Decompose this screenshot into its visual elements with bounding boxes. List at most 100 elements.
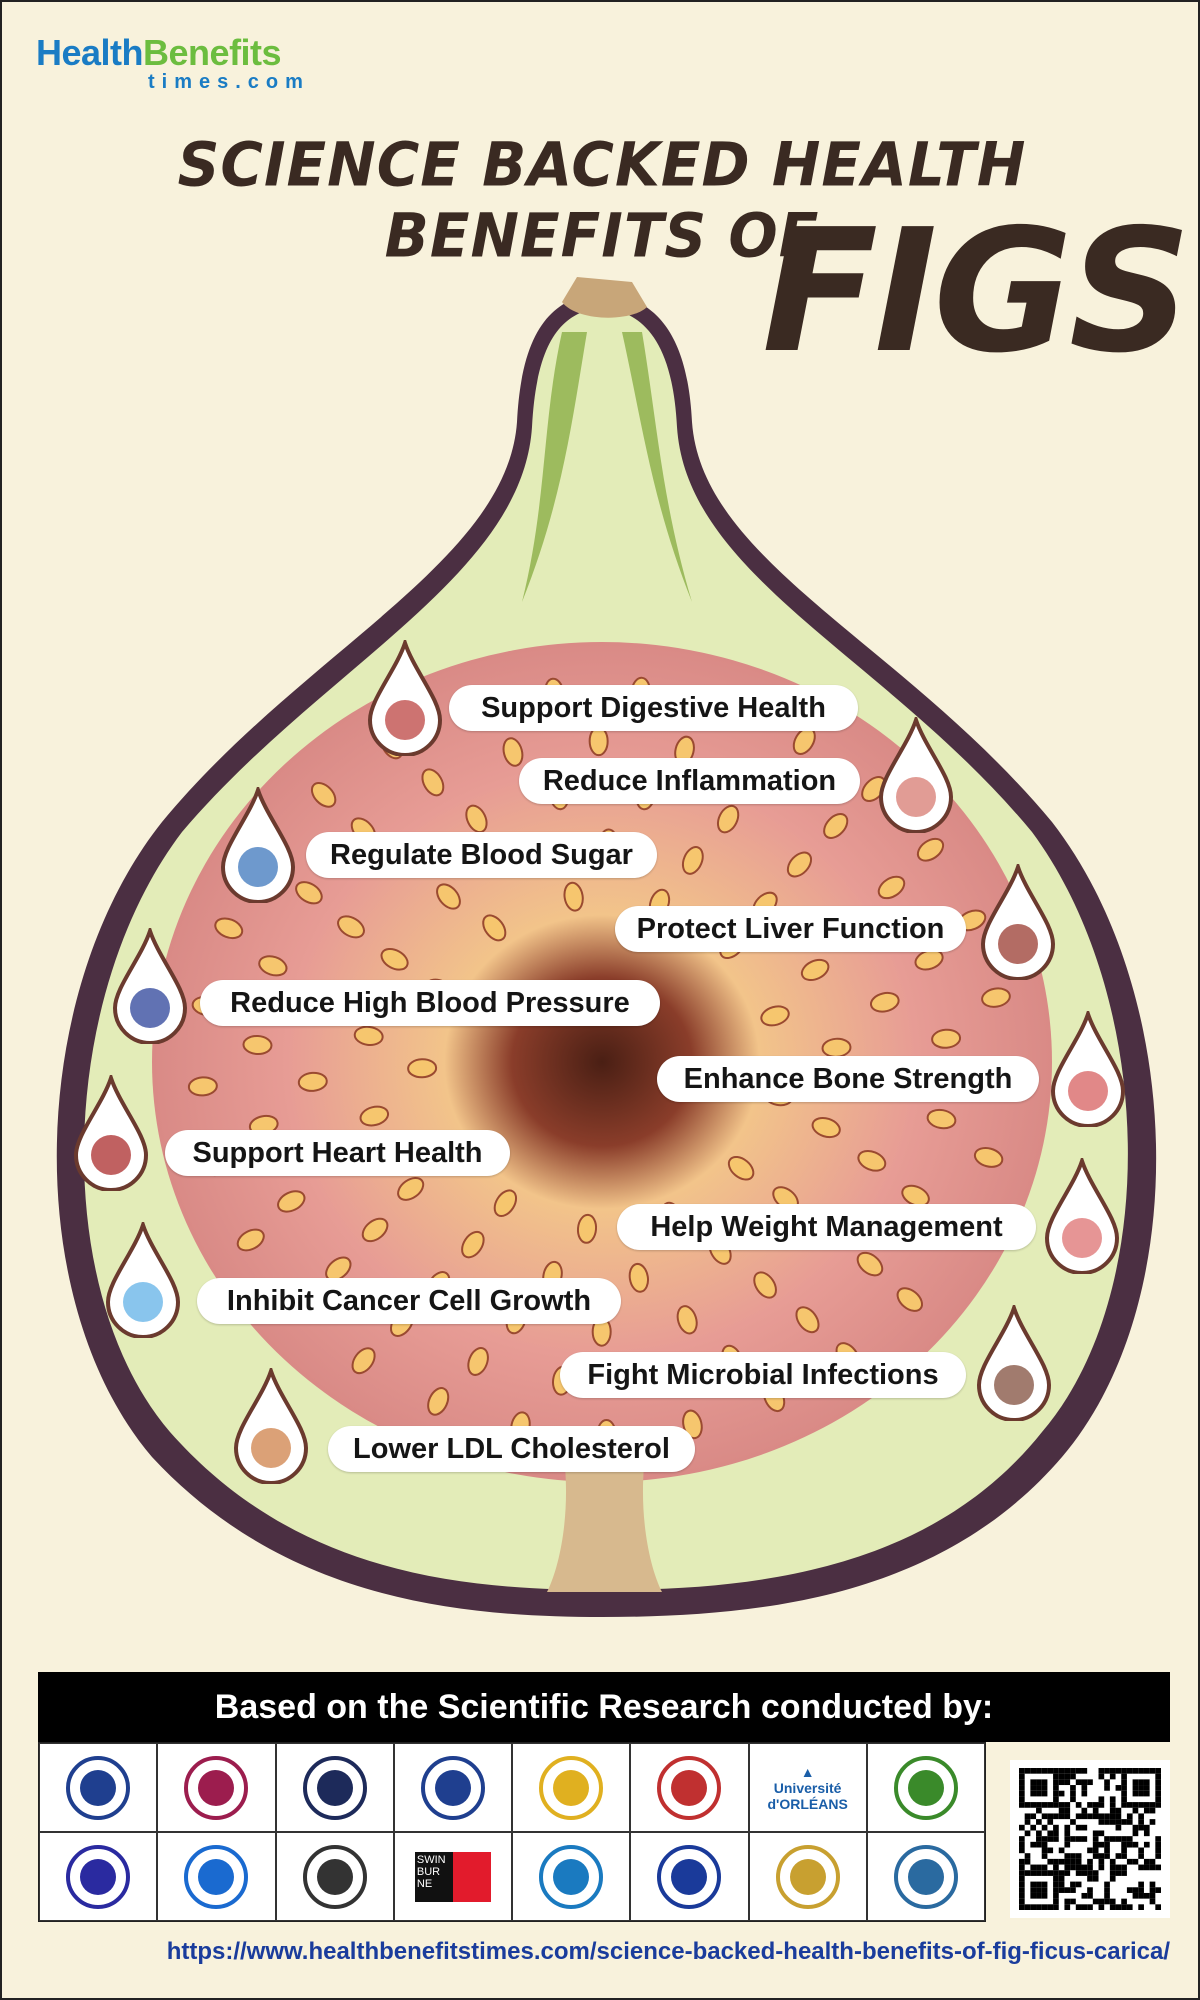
university-logo (39, 1832, 158, 1921)
fig-seed (337, 915, 365, 939)
university-logo (748, 1832, 867, 1921)
university-logo (630, 1743, 749, 1832)
fig-seed (502, 737, 524, 767)
fig-seed (436, 883, 461, 910)
fig-seed (795, 1306, 820, 1334)
bone-joint-icon (1049, 1007, 1127, 1128)
fig-seed (896, 1287, 924, 1312)
university-logo (275, 1832, 394, 1921)
benefit-label: Regulate Blood Sugar (306, 832, 657, 878)
logo-health: Health (36, 32, 144, 73)
fig-seed (359, 1105, 390, 1127)
fig-seed (297, 1071, 328, 1092)
glucose-meter-icon (219, 783, 297, 904)
heart-icon (72, 1071, 150, 1192)
benefit-label: Reduce High Blood Pressure (200, 980, 660, 1026)
fig-seed (427, 1387, 450, 1416)
blood-pressure-monitor-icon (111, 924, 189, 1045)
benefit-label: Help Weight Management (617, 1204, 1036, 1250)
fig-seed (576, 1213, 598, 1244)
benefit-label: Support Digestive Health (449, 685, 858, 731)
fig-seed (325, 1256, 352, 1282)
university-logo (512, 1743, 631, 1832)
benefit-label: Protect Liver Function (615, 906, 966, 952)
fig-seed (361, 1217, 389, 1243)
benefit-label: Reduce Inflammation (519, 758, 860, 804)
liver-icon (979, 860, 1057, 981)
fig-seed (800, 958, 830, 982)
fig-seed (857, 1149, 887, 1172)
digestive-system-icon (366, 636, 444, 757)
fig-seed (493, 1189, 518, 1217)
fig-seed (467, 1346, 489, 1376)
benefit-label: Support Heart Health (165, 1130, 510, 1176)
university-logo (157, 1743, 276, 1832)
university-logo (866, 1832, 985, 1921)
qr-code[interactable] (1010, 1760, 1170, 1918)
fig-seed (821, 1037, 852, 1058)
fig-seed (628, 1262, 650, 1293)
university-logo (275, 1743, 394, 1832)
fig-seed (716, 804, 740, 834)
fig-seed (421, 768, 445, 797)
fig-seed (380, 947, 409, 971)
university-logo (512, 1832, 631, 1921)
article-url-link[interactable]: https://www.healthbenefitstimes.com/scie… (166, 1938, 1170, 1965)
fig-seed (236, 1228, 265, 1252)
fig-seed (727, 1155, 755, 1181)
fig-seed (973, 1147, 1004, 1168)
university-logo (866, 1743, 985, 1832)
university-logo: SWIN BUR NE (393, 1832, 512, 1921)
fig-seed (214, 917, 244, 940)
fig-seed (682, 1409, 703, 1440)
fig-seed (397, 1176, 425, 1201)
logo-domain: times.com (148, 71, 310, 93)
fig-seed (465, 804, 488, 834)
fig-seed (870, 991, 900, 1013)
research-heading: Based on the Scientific Research conduct… (38, 1672, 1170, 1742)
title-figs: FIGS (762, 193, 1191, 391)
title-line-1: SCIENCE BACKED HEALTH BENEFITS OF (177, 128, 1027, 272)
fig-seed (187, 1076, 218, 1097)
fig-seed (916, 837, 945, 862)
fig-seed (461, 1230, 485, 1259)
fig-seed (811, 1116, 841, 1139)
fig-seed (258, 955, 288, 977)
fig-seed (981, 987, 1011, 1008)
benefit-label: Fight Microbial Infections (560, 1352, 966, 1398)
fig-seed (351, 1347, 376, 1375)
fig-seed (588, 726, 609, 757)
waist-icon (1043, 1154, 1121, 1275)
fig-seed (407, 1058, 438, 1079)
fig-seed (931, 1028, 962, 1049)
fig-stem (562, 277, 647, 318)
benefit-label: Enhance Bone Strength (657, 1056, 1039, 1102)
inflamed-joint-icon (877, 713, 955, 834)
university-logo (157, 1832, 276, 1921)
fig-seed (786, 851, 813, 878)
microbe-icon (975, 1301, 1053, 1422)
university-logo (630, 1832, 749, 1921)
site-logo[interactable]: HealthBenefits times.com (36, 34, 326, 94)
fig-seed (856, 1251, 884, 1277)
artery-plaque-icon (232, 1364, 310, 1485)
fig-seed (901, 1184, 930, 1207)
fig-seed (760, 1005, 790, 1027)
fig-seed (563, 881, 584, 912)
fig-seed (277, 1190, 306, 1213)
cancer-cell-icon (104, 1218, 182, 1339)
logo-benefits: Benefits (143, 32, 282, 73)
fig-seed (242, 1034, 273, 1055)
benefit-label: Lower LDL Cholesterol (328, 1426, 695, 1472)
fig-seed (681, 846, 704, 875)
fig-seed (482, 914, 507, 942)
fig-seed (295, 881, 323, 905)
fig-seed (877, 875, 906, 900)
university-logo (393, 1743, 512, 1832)
university-logo (39, 1743, 158, 1832)
fig-seed (676, 1305, 698, 1335)
fig-seed (823, 813, 849, 839)
fig-seed (926, 1108, 957, 1130)
